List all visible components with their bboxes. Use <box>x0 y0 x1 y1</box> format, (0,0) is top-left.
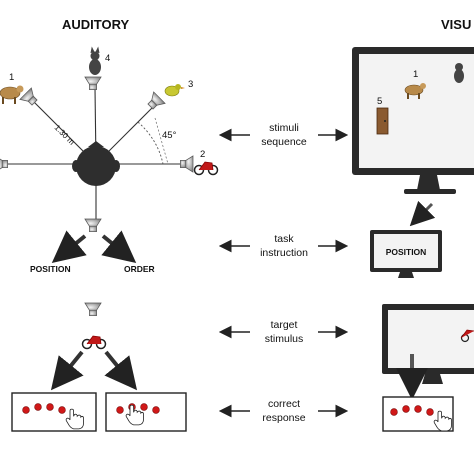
stimulus-number-3: 3 <box>188 79 193 90</box>
stimulus-number-1: 1 <box>9 72 14 83</box>
bird-icon <box>164 84 185 97</box>
motorcycle-icon <box>460 329 474 343</box>
monitor-icon <box>370 230 442 278</box>
speaker-icon <box>84 302 102 316</box>
label-sequence: sequence <box>261 136 307 148</box>
angle-arc <box>137 121 164 165</box>
middle-arrows <box>218 128 349 418</box>
door-icon <box>376 107 389 135</box>
stimulus-number-5: 5 <box>377 96 382 107</box>
cow-icon <box>0 85 24 104</box>
label-target: target <box>271 319 298 331</box>
label-task: task <box>274 233 294 245</box>
distance-label: 1.30 m <box>53 123 77 147</box>
motorcycle-icon <box>81 335 107 350</box>
arrow-position <box>51 230 87 264</box>
cow-icon <box>404 83 426 99</box>
position-label: POSITION <box>30 264 71 274</box>
head-icon <box>72 141 120 186</box>
cat-icon <box>454 63 464 83</box>
arrow-right-response <box>104 350 138 391</box>
arrow-to-instruction <box>409 200 436 227</box>
label-stimuli: stimuli <box>269 122 299 134</box>
monitor-position-text: POSITION <box>386 247 427 257</box>
speaker-icon <box>84 218 102 232</box>
response-box-order <box>105 392 187 432</box>
order-label: ORDER <box>124 264 155 274</box>
cat-icon <box>89 46 101 75</box>
stimulus-number-4: 4 <box>105 53 110 64</box>
response-box-visual <box>382 396 454 432</box>
monitor-icon <box>382 304 474 384</box>
arrow-order <box>101 230 137 264</box>
stimulus-number-2: 2 <box>200 149 205 160</box>
stimulus-number-1-visual: 1 <box>413 69 418 80</box>
auditory-header: AUDITORY <box>62 17 130 32</box>
monitor-icon <box>352 47 474 194</box>
arrow-left-response <box>50 350 84 391</box>
label-correct: correct <box>268 398 300 410</box>
angle-label: 45° <box>162 130 177 141</box>
label-response: response <box>262 412 305 424</box>
visual-header: VISU <box>441 17 471 32</box>
label-stimulus: stimulus <box>265 333 304 345</box>
motorcycle-icon <box>193 161 219 176</box>
label-instruction: instruction <box>260 247 308 259</box>
response-box-position <box>11 392 97 432</box>
